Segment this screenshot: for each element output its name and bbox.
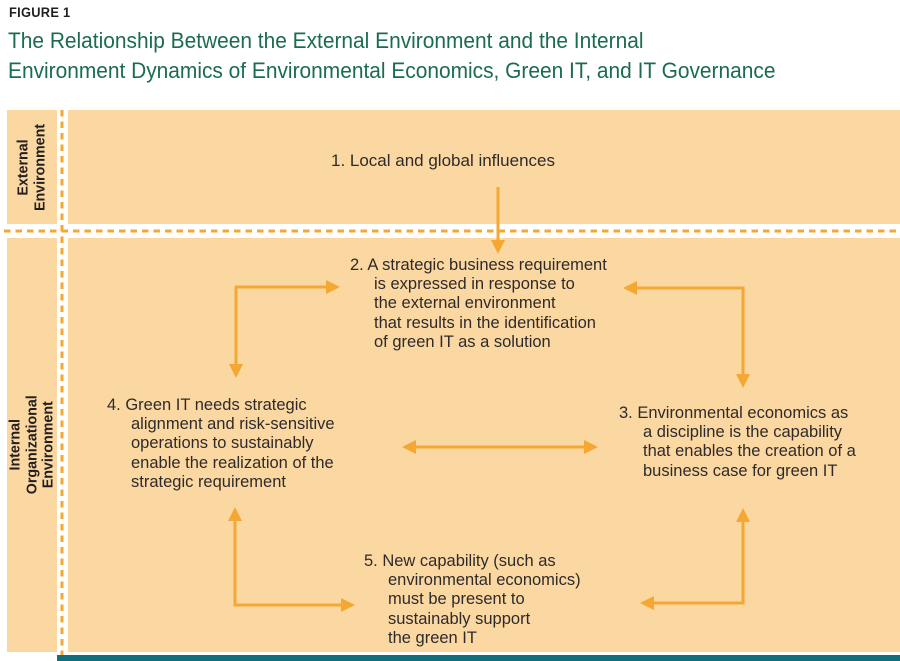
node-5-new-capability-support: 5. New capability (such as environmental… xyxy=(364,552,581,647)
figure-title: The Relationship Between the External En… xyxy=(8,28,776,83)
figure-label: FIGURE 1 xyxy=(9,5,71,20)
internal-environment-area xyxy=(68,238,900,652)
external-environment-area xyxy=(68,110,900,224)
node-3-environmental-economics-capability: 3. Environmental economics as a discipli… xyxy=(619,404,856,480)
external-environment-band: External Environment xyxy=(7,110,57,224)
footer-rule-bar xyxy=(57,655,900,661)
node-2-strategic-business-requirement: 2. A strategic business requirement is e… xyxy=(350,256,607,351)
external-environment-label: External Environment xyxy=(14,123,49,211)
node-4-green-it-strategic-alignment: 4. Green IT needs strategic alignment an… xyxy=(107,396,335,491)
internal-environment-label-wrap: Internal Organizational Environment xyxy=(6,238,57,652)
internal-environment-label: Internal Organizational Environment xyxy=(6,395,57,495)
node-1-local-global-influences: 1. Local and global influences xyxy=(331,151,555,170)
external-environment-label-wrap: External Environment xyxy=(7,110,57,224)
internal-environment-band: Internal Organizational Environment xyxy=(6,238,57,652)
